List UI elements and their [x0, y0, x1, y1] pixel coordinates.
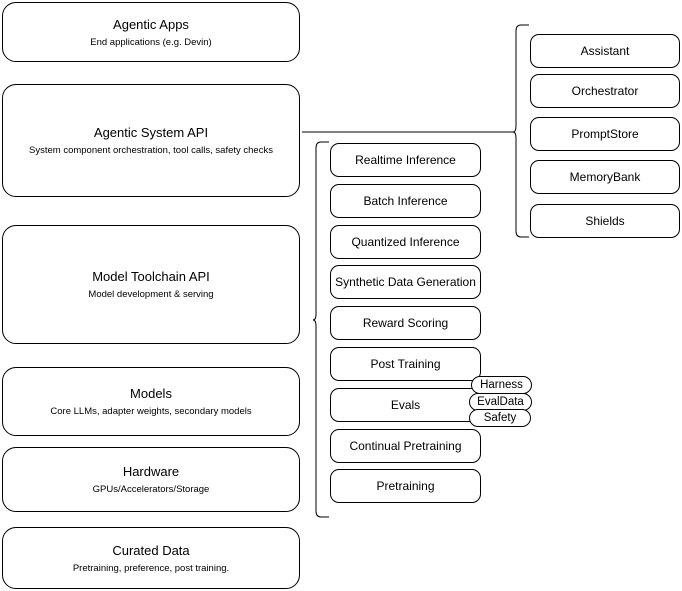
badge-label: EvalData: [477, 396, 524, 408]
layer-title: Models: [130, 386, 172, 401]
system-node-memorybank[interactable]: MemoryBank: [530, 160, 680, 194]
toolchain-node-batch-inference[interactable]: Batch Inference: [330, 184, 481, 218]
layer-subtitle: Model development & serving: [88, 289, 214, 300]
toolchain-node-quantized-inference[interactable]: Quantized Inference: [330, 225, 481, 259]
toolchain-node-reward-scoring[interactable]: Reward Scoring: [330, 306, 481, 340]
node-label: Realtime Inference: [355, 152, 456, 167]
toolchain-node-synthetic-data-generation[interactable]: Synthetic Data Generation: [330, 265, 481, 299]
layer-hardware[interactable]: Hardware GPUs/Accelerators/Storage: [2, 447, 300, 512]
layer-title: Agentic Apps: [113, 16, 189, 32]
layer-subtitle: System component orchestration, tool cal…: [29, 145, 273, 156]
layer-subtitle: End applications (e.g. Devin): [90, 36, 212, 48]
node-label: Batch Inference: [363, 193, 448, 208]
layer-subtitle: Core LLMs, adapter weights, secondary mo…: [50, 406, 252, 417]
layer-title: Agentic System API: [93, 125, 209, 140]
bracket-toolchain-components: [312, 141, 329, 518]
system-node-assistant[interactable]: Assistant: [530, 34, 680, 68]
layer-agentic-apps[interactable]: Agentic Apps End applications (e.g. Devi…: [2, 2, 300, 62]
layer-title: Model Toolchain API: [92, 269, 210, 284]
node-label: PromptStore: [571, 126, 639, 141]
system-node-promptstore[interactable]: PromptStore: [530, 117, 680, 151]
layer-agentic-system-api[interactable]: Agentic System API System component orch…: [2, 84, 300, 197]
layer-title: Curated Data: [112, 542, 190, 558]
badge-label: Safety: [483, 412, 517, 424]
layer-subtitle: GPUs/Accelerators/Storage: [92, 484, 210, 495]
node-label: Assistant: [580, 43, 630, 58]
layer-curated-data[interactable]: Curated Data Pretraining, preference, po…: [2, 527, 300, 589]
toolchain-node-evals[interactable]: Evals: [330, 388, 481, 422]
node-label: Quantized Inference: [351, 234, 460, 249]
node-label: Synthetic Data Generation: [335, 274, 476, 289]
layer-subtitle: Pretraining, preference, post training.: [72, 562, 230, 574]
node-label: Evals: [390, 397, 421, 412]
toolchain-node-pretraining[interactable]: Pretraining: [330, 469, 481, 503]
layer-model-toolchain-api[interactable]: Model Toolchain API Model development & …: [2, 225, 300, 344]
toolchain-node-post-training[interactable]: Post Training: [330, 347, 481, 381]
node-label: Reward Scoring: [362, 315, 449, 330]
node-label: Continual Pretraining: [349, 438, 462, 453]
badge-label: Harness: [480, 379, 523, 391]
system-node-orchestrator[interactable]: Orchestrator: [530, 74, 680, 108]
toolchain-node-continual-pretraining[interactable]: Continual Pretraining: [330, 429, 481, 463]
node-label: MemoryBank: [569, 169, 641, 184]
eval-badge-safety[interactable]: Safety: [469, 409, 531, 427]
layer-models[interactable]: Models Core LLMs, adapter weights, secon…: [2, 367, 300, 436]
node-label: Post Training: [370, 356, 441, 371]
node-label: Shields: [585, 213, 625, 228]
bracket-system-components: [512, 24, 529, 238]
node-label: Pretraining: [376, 478, 435, 493]
eval-badge-harness[interactable]: Harness: [471, 376, 532, 394]
node-label: Orchestrator: [571, 83, 639, 98]
toolchain-node-realtime-inference[interactable]: Realtime Inference: [330, 143, 481, 177]
system-node-shields[interactable]: Shields: [530, 204, 680, 238]
layer-title: Hardware: [122, 464, 180, 479]
